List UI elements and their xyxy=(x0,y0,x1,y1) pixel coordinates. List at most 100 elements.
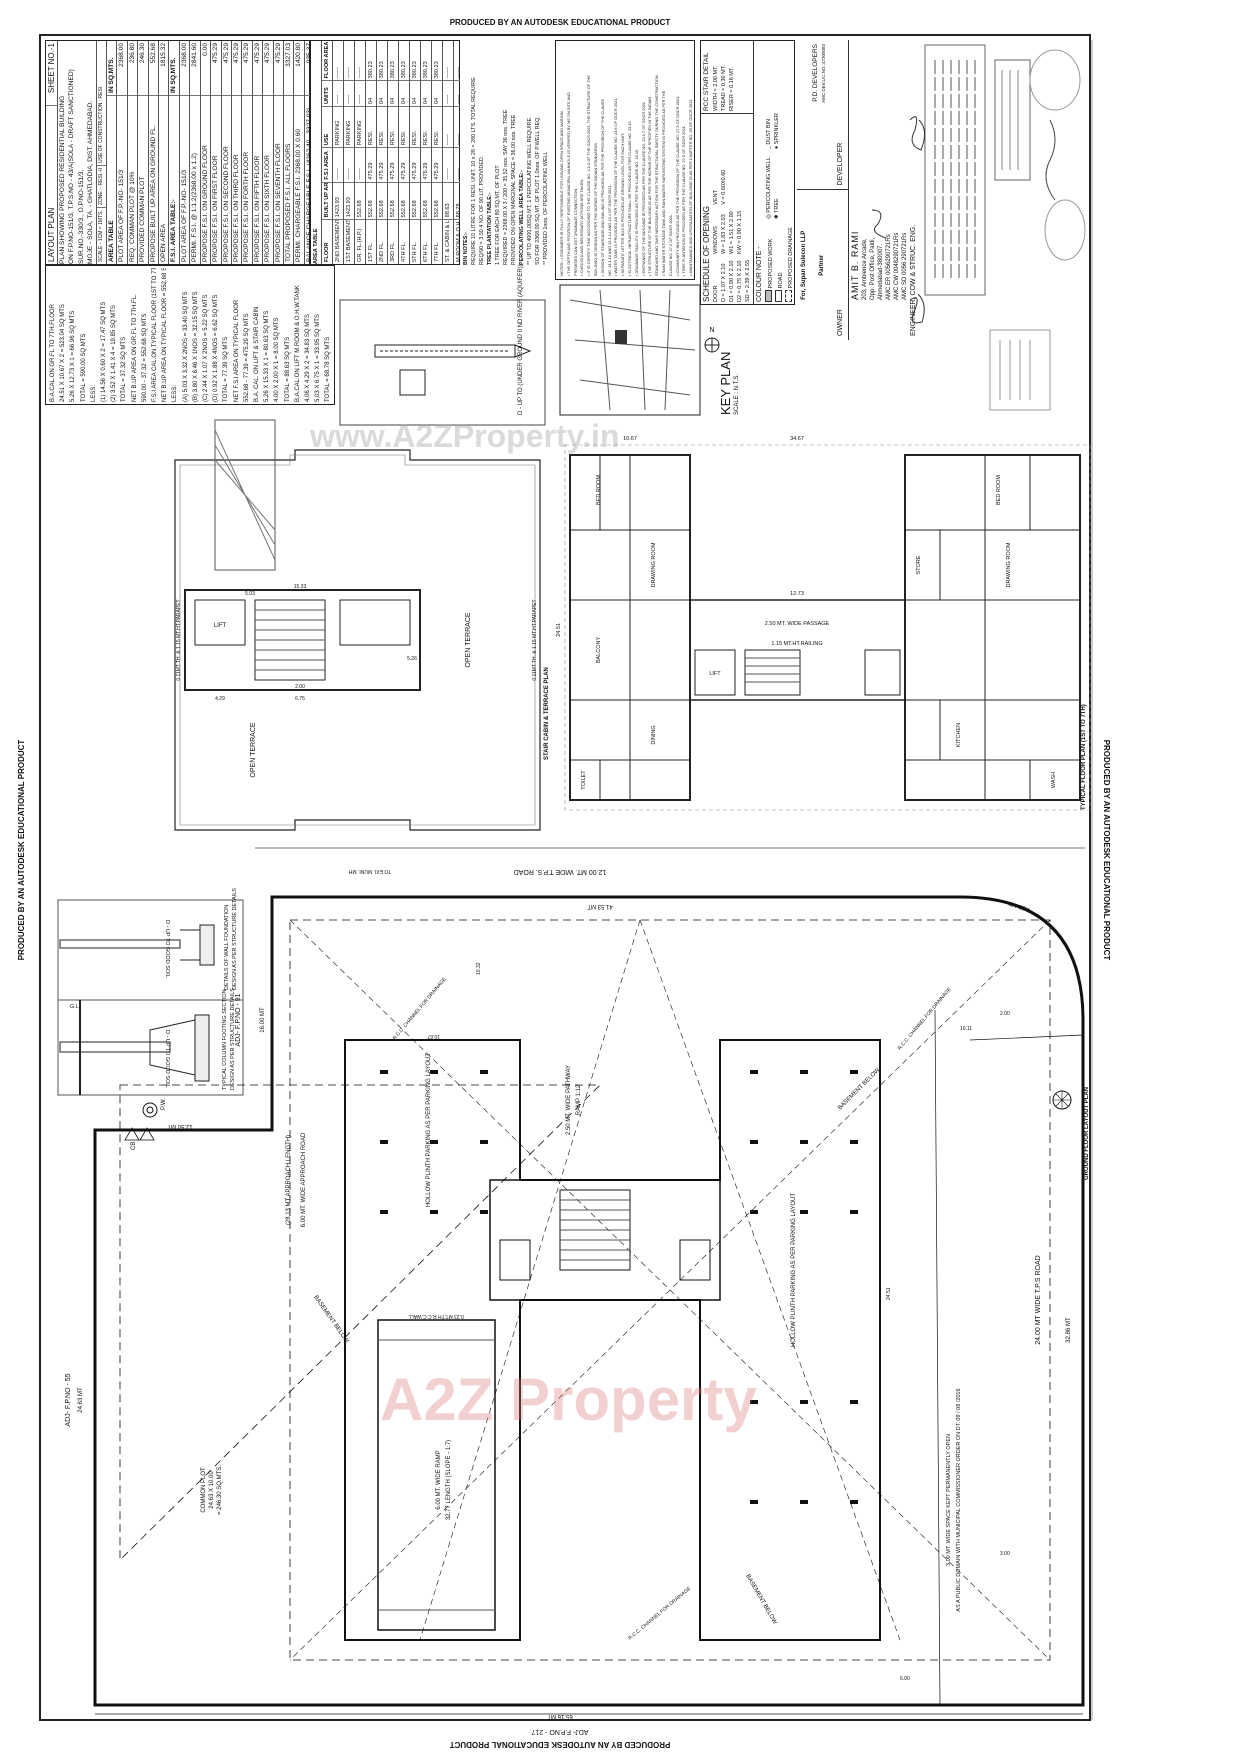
table-row: GR. FL.(H.P.)552.68------PARKING--------… xyxy=(355,41,366,264)
engineer-signature xyxy=(871,209,887,239)
soil-label: D - UP TO GOOD SOIL xyxy=(164,920,170,978)
table-cell: ------ xyxy=(335,67,341,79)
dim-label: 2.00 xyxy=(1000,1011,1010,1017)
table-cell: 1423.93 xyxy=(344,181,354,220)
ba-calc-line: NET F.S.I AREA ON TYPICAL FLOOR xyxy=(233,299,240,402)
row-label: PROPOSE F.S.I. ON FORTH FLOOR xyxy=(242,95,252,264)
basement-label-1: BASEMENT BELOW xyxy=(312,1295,349,1345)
ba-calc-line: LESS: xyxy=(90,384,97,402)
engineer-label: ENGINEER, COW & STRUC. ENG. xyxy=(910,224,917,336)
ramp-length-label: 32.77 LENGTH (SLOPE - 1:7) xyxy=(446,1440,452,1520)
sheet-border xyxy=(39,34,1091,1721)
table-cell: ------ xyxy=(357,67,363,79)
table-cell: 04 xyxy=(421,80,431,107)
table-cell: 552.68 xyxy=(388,181,398,220)
table-cell: 2ND BASEMENT xyxy=(333,219,343,264)
terrace-dim: 5.03 xyxy=(245,591,255,597)
engineer-registration: AMC ER 0056290721Rs xyxy=(886,234,892,300)
room-label-wash: WASH xyxy=(1051,772,1057,788)
ba-calc-line: (D) 0.92 X 1.88 X 4NOS = 6.62 SQ MTS xyxy=(213,294,220,402)
road-right-label: 24.00 MT WIDE T.P.S ROAD xyxy=(1035,1255,1042,1344)
ba-calc-line: (2) 3.52 X 1.41 X 4 = 19.85 SQ MTS xyxy=(111,305,118,402)
side-note-line: PROVIDED ON OPEN MARGINAL SPACE = 36.00 … xyxy=(511,114,517,265)
row-value: 1815.32 xyxy=(160,43,168,67)
stair-detail: RISER = 0.16 MT. xyxy=(729,66,735,111)
typical-plan-title: TYPICAL FLOOR PLAN (1ST TO 7TH) xyxy=(1081,704,1087,810)
passage-label: 2.50 MT. WIDE PASSAGE xyxy=(765,621,830,627)
door-size: SD = 2.39 X 2.55 xyxy=(745,259,751,302)
table-cell: 88.63 xyxy=(443,181,453,220)
parking-columns xyxy=(380,1070,858,1504)
room-label-balcony: BALCONY xyxy=(596,637,602,664)
table-cell: 475.29 xyxy=(410,147,420,182)
parapet-label-1: 0.11MT.TH. & 1.15 MT.HT.PARAPET xyxy=(176,599,182,680)
road-swatch xyxy=(775,290,782,302)
ba-calc-line: B.A.CAL.ON LIFT M.ROOM & O.H.W.TANK xyxy=(294,285,301,402)
dim-label: 10.11 xyxy=(960,1026,972,1032)
legend-drainage: PROPOSED DRAINAGE xyxy=(788,227,794,289)
parking-label-2: HOLLOW PLINTH PARKING AS PER PARKING LAY… xyxy=(791,1193,797,1347)
table-cell: 380.23 xyxy=(434,61,440,79)
terrace-dim: 4.29 xyxy=(215,696,225,702)
table-cell: 3RD FL. xyxy=(388,219,398,264)
area-table-unit: IN SQ.MTS. xyxy=(108,57,116,93)
drainage-label-3: R.C.C. CHANNEL FOR DRAINAGE xyxy=(627,1585,692,1641)
dim-left: 24.63 MT xyxy=(78,1387,84,1413)
dim-label: 3.00 xyxy=(1000,1551,1010,1557)
owner-role: Partner xyxy=(819,254,825,276)
open-terrace-label-1: OPEN TERRACE xyxy=(465,612,472,667)
table-cell: GR. FL.(H.P.) xyxy=(355,219,365,264)
table-cell: ----- xyxy=(454,80,460,107)
row-value: 1420.80 xyxy=(295,43,303,67)
side-note-line: REQUIRE 10 LITRE FOR 1 RESI. UNIT. 10 x … xyxy=(471,77,477,265)
side-note-line: ** PROVIDED 1nos. OF PERCOLATING WELL xyxy=(543,151,549,265)
ba-calc-line: 5.03 X 6.75 X 1 = 33.95 SQ MTS xyxy=(315,314,322,402)
room-label-dining: DINING xyxy=(651,725,657,744)
ba-calc-line: F.S.I AREA CAL.ON TYPICAL FLOOR (1ST TO … xyxy=(152,268,159,402)
table-cell: 380.23 xyxy=(368,61,374,79)
table-cell: ------ xyxy=(355,147,365,182)
legend-sprinkler: SPRINKLER xyxy=(774,113,780,145)
terrace-dim: 2.00 xyxy=(295,684,305,690)
table-cell: 475.29 xyxy=(366,147,376,182)
note-line: PREMISES CAN GET DRAINAGE CONNECTION. xyxy=(572,187,578,276)
note-line: • TREE PLANTATION IS PROVIDED AS PER THE… xyxy=(681,125,687,276)
engineer-name: AMIT B. RAMI xyxy=(850,230,860,300)
to-manhole-label: TO EXI. MUNI. MH xyxy=(348,868,391,874)
note-line: • DESIGN OF STAIRCASE AND RAILING IS PRO… xyxy=(599,98,605,276)
ba-calc-line: 4.06 X 4.29 X 2 = 34.83 SQ MTS xyxy=(305,314,312,402)
ba-calc-line: TOTAL = 590.00 SQ MTS xyxy=(80,333,87,402)
table-cell: ------ xyxy=(443,106,453,148)
table-cell: 475.29 xyxy=(399,147,409,182)
common-plot-area: = 246.30 SQ.MTS. xyxy=(217,1465,223,1515)
table-cell: ------ xyxy=(333,147,343,182)
column-footing-title: TYPICAL COLUMN FOOTING SECTION xyxy=(222,989,228,1090)
legend-percolating-well: PERCOLATING WELL xyxy=(766,157,772,213)
table-cell: 552.68 xyxy=(410,181,420,220)
row-label: PROPOSE F.S.I. ON FIFTH FLOOR xyxy=(252,95,263,264)
table-cell: ------ xyxy=(454,147,460,182)
row-value: 475.29 xyxy=(222,43,230,64)
ba-calc-line: NET B.UP AREA ON TYPICAL FLOOR = 552.68 … xyxy=(162,268,169,402)
general-notes: NOTES:- • ENGINEER IS FULLY RESPONSIBLE … xyxy=(555,40,695,280)
north-label: N xyxy=(709,327,714,334)
note-line: • ELECTRICAL INFRASTRUCTURE SHALL BE PRO… xyxy=(626,121,632,276)
percolating-well-icon: ◎ xyxy=(766,214,772,220)
table-cell: 04 xyxy=(410,80,420,107)
typical-dim: 34.67 xyxy=(790,436,804,442)
side-note-line: ** UP TO 4000.00SQ.MT. 1 PERCOLATING WEL… xyxy=(527,116,533,265)
ba-calc-line: LESS: xyxy=(172,384,179,402)
terrace-dim: 6.75 xyxy=(295,696,305,702)
engineer-address: 203, Ambience Arcade, xyxy=(862,238,868,300)
watermark-url: www.A2ZProperty.in xyxy=(310,418,620,454)
